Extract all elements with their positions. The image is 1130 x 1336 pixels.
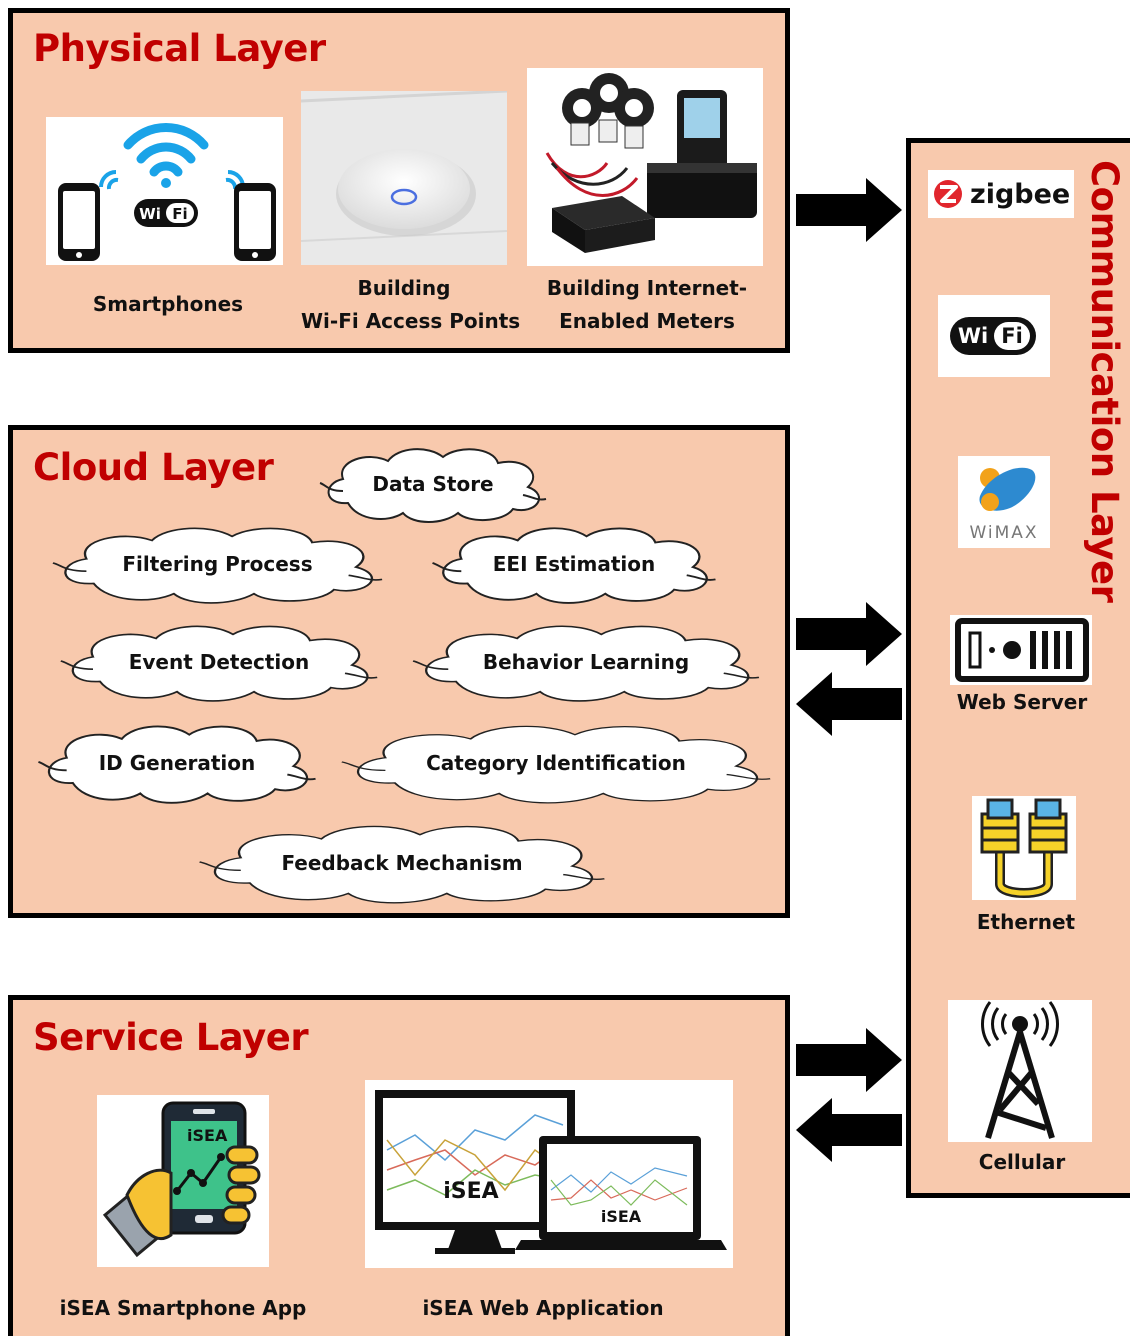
smartphones-image: Wi Fi — [46, 117, 283, 265]
service-layer-title: Service Layer — [33, 1016, 309, 1059]
wifi-logo: Wi Fi — [938, 295, 1050, 377]
cloud-feedback-mechanism: Feedback Mechanism — [196, 820, 608, 906]
svg-text:zigbee: zigbee — [970, 179, 1070, 210]
ethernet-icon — [972, 796, 1076, 900]
physical-to-comm-arrow — [796, 178, 902, 242]
wimax-logo: WiMAX — [958, 456, 1050, 548]
svg-text:Wi: Wi — [958, 324, 988, 348]
cloud-event-detection: Event Detection — [58, 620, 380, 704]
physical-layer-box: Physical Layer Wi Fi — [8, 8, 790, 353]
meters-caption: Building Internet- Enabled Meters — [546, 276, 748, 333]
smartphone-app-image: iSEA — [97, 1095, 269, 1267]
cloud-label: Behavior Learning — [482, 650, 690, 674]
cloud-behavior-learning: Behavior Learning — [410, 620, 762, 704]
comm-to-cloud-arrow — [796, 672, 902, 736]
cellular-caption: Cellular — [978, 1150, 1066, 1174]
svg-text:WiMAX: WiMAX — [969, 523, 1038, 543]
web-application-image: iSEA iSEA — [365, 1080, 733, 1268]
cloud-label: ID Generation — [98, 751, 256, 775]
cloud-category-identification: Category Identification — [338, 720, 774, 806]
cellular-tower-icon — [948, 1000, 1092, 1142]
cloud-data-store: Data Store — [318, 443, 548, 525]
comm-to-service-arrow — [796, 1098, 902, 1162]
svg-text:iSEA: iSEA — [443, 1179, 498, 1204]
communication-layer-title: Communication Layer — [1083, 160, 1126, 603]
web-application-caption: iSEA Web Application — [422, 1296, 664, 1320]
cloud-id-generation: ID Generation — [36, 720, 318, 806]
svg-text:Wi: Wi — [139, 205, 161, 223]
access-point-caption: Building Wi-Fi Access Points — [301, 276, 521, 333]
service-to-comm-arrow — [796, 1028, 902, 1092]
physical-layer-title: Physical Layer — [33, 27, 326, 70]
svg-text:Fi: Fi — [1001, 324, 1023, 348]
access-point-image — [301, 91, 507, 265]
cloud-filtering-process: Filtering Process — [50, 522, 385, 606]
cloud-label: Feedback Mechanism — [281, 851, 523, 875]
cloud-label: Filtering Process — [122, 552, 313, 576]
ethernet-caption: Ethernet — [976, 910, 1076, 934]
cloud-label: Data Store — [372, 472, 494, 496]
svg-text:Fi: Fi — [172, 205, 187, 223]
cloud-eei-estimation: EEI Estimation — [430, 522, 718, 606]
cloud-to-comm-arrow — [796, 602, 902, 666]
cloud-label: EEI Estimation — [492, 552, 656, 576]
smartphones-caption: Smartphones — [92, 292, 244, 316]
service-layer-box: Service Layer iSEA iSEA Smartphone App — [8, 995, 790, 1336]
svg-text:iSEA: iSEA — [187, 1126, 228, 1145]
cloud-label: Event Detection — [128, 650, 310, 674]
web-server-caption: Web Server — [956, 690, 1088, 714]
meters-image — [527, 68, 763, 266]
web-server-icon — [950, 615, 1092, 685]
cloud-layer-title: Cloud Layer — [33, 446, 274, 489]
smartphone-app-caption: iSEA Smartphone App — [59, 1296, 307, 1320]
zigbee-logo: zigbee — [928, 170, 1074, 218]
svg-text:iSEA: iSEA — [601, 1207, 642, 1226]
cloud-label: Category Identification — [426, 751, 686, 775]
